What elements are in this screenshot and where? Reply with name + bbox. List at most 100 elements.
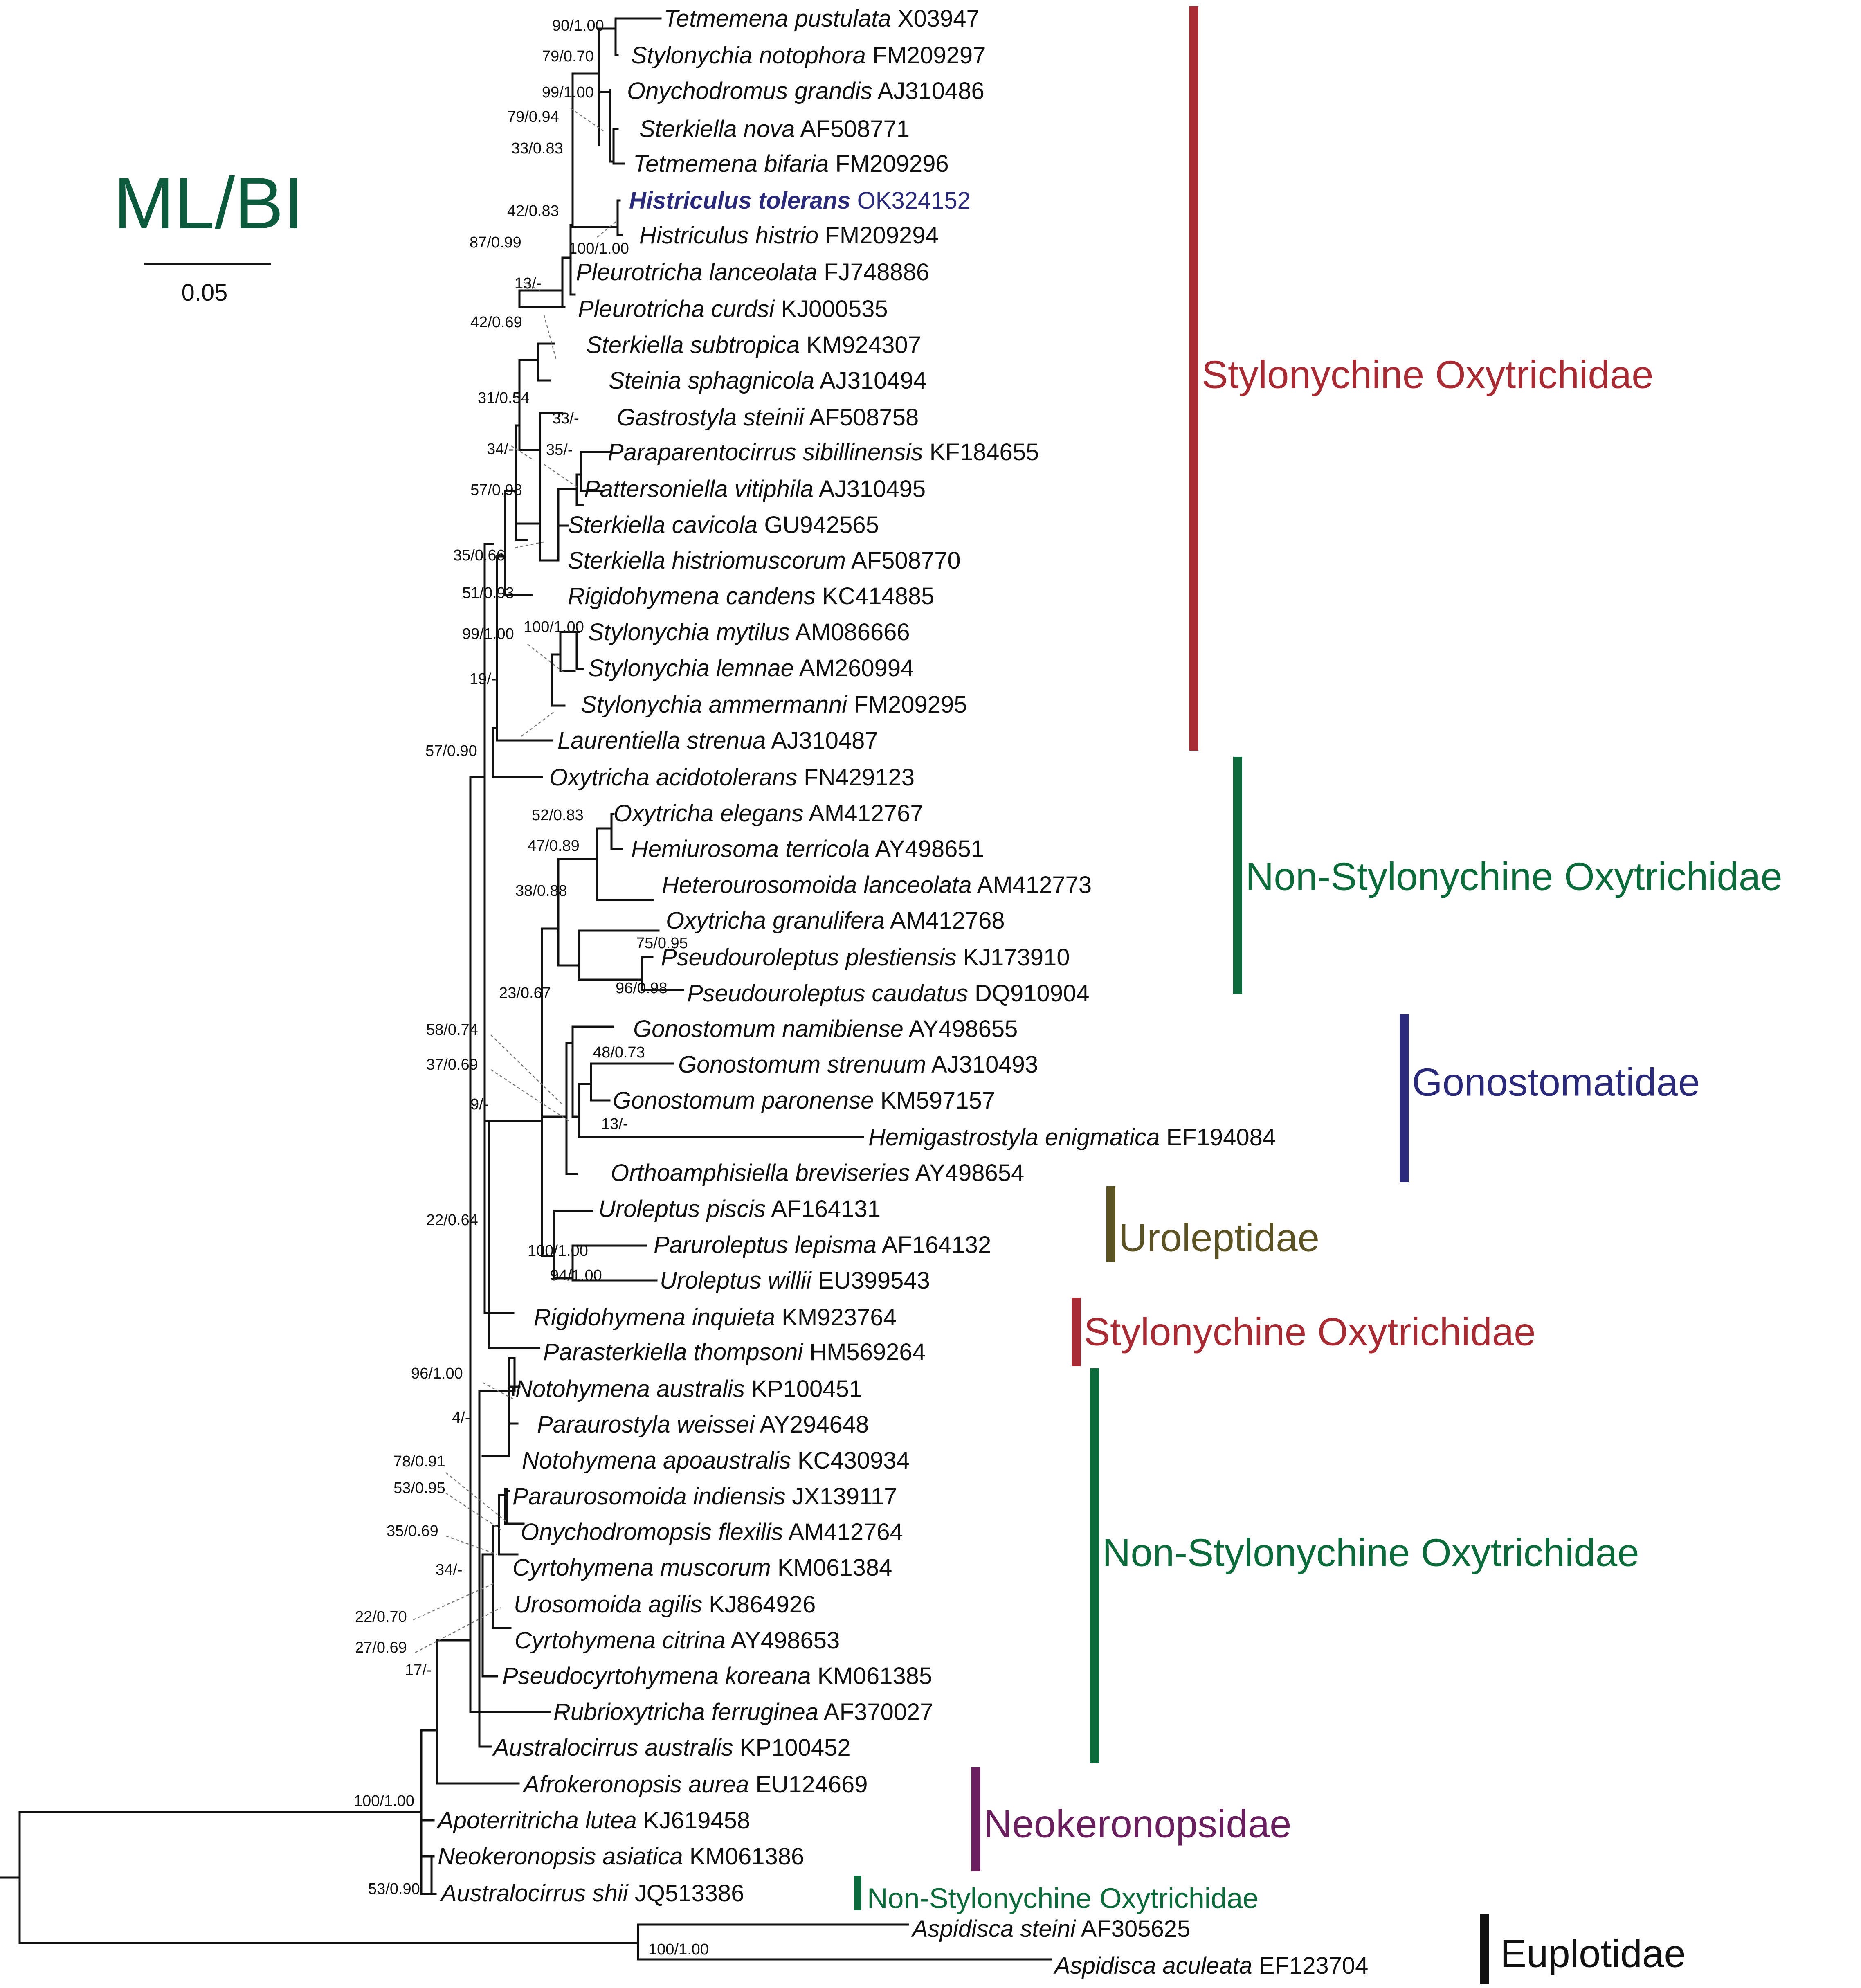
accession-number: AY498651	[870, 836, 984, 862]
support-value: 22/0.70	[355, 1608, 407, 1626]
species-name: Stylonychia ammermanni	[581, 691, 848, 718]
taxon-label: Onychodromus grandis AJ310486	[627, 78, 984, 104]
taxon-label: Pseudocyrtohymena koreana KM061385	[502, 1663, 932, 1689]
accession-number: AF370027	[818, 1699, 933, 1725]
support-value: 4/-	[452, 1409, 470, 1426]
clade-bar	[1090, 1368, 1099, 1763]
species-name: Pseudouroleptus caudatus	[687, 980, 968, 1007]
support-value: 96/1.00	[411, 1365, 463, 1382]
support-value: 33/-	[552, 410, 579, 427]
taxon-label: Heterourosomoida lanceolata AM412773	[662, 872, 1092, 898]
support-value: 42/0.83	[507, 202, 559, 220]
species-name: Pleurotricha lanceolata	[576, 259, 817, 286]
accession-number: EF123704	[1252, 1952, 1369, 1979]
accession-number: KF184655	[923, 439, 1039, 466]
clade-bar	[854, 1876, 861, 1910]
taxon-label: Paruroleptus lepisma AF164132	[654, 1232, 991, 1258]
accession-number: AJ310494	[814, 367, 926, 394]
taxon-label: Laurentiella strenua AJ310487	[557, 727, 878, 754]
taxon-label: Pseudouroleptus caudatus DQ910904	[687, 980, 1089, 1007]
species-name: Aspidisca steini	[911, 1916, 1077, 1942]
species-name: Pattersoniella vitiphila	[584, 476, 814, 502]
support-value: 99/1.00	[542, 84, 594, 101]
species-name: Paraparentocirrus sibillinensis	[608, 439, 923, 466]
taxon-label: Rubrioxytricha ferruginea AF370027	[553, 1699, 933, 1725]
accession-number: KM061386	[683, 1843, 805, 1870]
taxon-label: Parasterkiella thompsoni HM569264	[543, 1339, 926, 1365]
clade-label: Euplotidae	[1500, 1932, 1686, 1976]
taxon-label: Oxytricha elegans AM412767	[614, 800, 924, 827]
species-name: Rubrioxytricha ferruginea	[553, 1699, 818, 1725]
accession-number: JQ513386	[628, 1880, 744, 1907]
accession-number: AJ310487	[766, 727, 878, 754]
taxon-label: Hemiurosoma terricola AY498651	[631, 836, 984, 862]
accession-number: AJ310493	[926, 1051, 1038, 1078]
species-name: Notohymena australis	[515, 1376, 745, 1402]
species-name: Stylonychia notophora	[631, 42, 866, 69]
support-value: 90/1.00	[552, 17, 604, 34]
species-name: Gonostomum namibiense	[633, 1016, 904, 1042]
accession-number: AJ310486	[872, 78, 984, 104]
accession-number: AM412767	[803, 800, 923, 827]
clade-label: Non-Stylonychine Oxytrichidae	[1245, 855, 1782, 899]
taxon-label: Gonostomum strenuum AJ310493	[678, 1051, 1038, 1078]
accession-number: FM209296	[829, 151, 948, 177]
clade-bar	[1072, 1298, 1081, 1366]
taxon-label: Sterkiella subtropica KM924307	[586, 332, 921, 358]
support-value: 79/0.70	[542, 48, 594, 65]
accession-number: AF508758	[804, 404, 919, 431]
taxon-label: Urosomoida agilis KJ864926	[514, 1591, 816, 1618]
clade-label: Uroleptidae	[1119, 1216, 1319, 1260]
accession-number: OK324152	[850, 187, 970, 214]
support-value: 100/1.00	[354, 1792, 414, 1810]
species-name: Cyrtohymena citrina	[515, 1627, 726, 1654]
support-value: 51/0.93	[462, 585, 514, 602]
accession-number: AM412773	[972, 872, 1092, 898]
support-value: 47/0.89	[528, 837, 580, 855]
clade-label: Stylonychine Oxytrichidae	[1202, 353, 1654, 397]
support-value: 9/-	[470, 1096, 488, 1113]
taxon-label: Stylonychia lemnae AM260994	[588, 655, 914, 681]
species-name: Sterkiella histriomuscorum	[568, 547, 846, 574]
accession-number: FM209294	[818, 222, 938, 249]
taxon-label: Paraparentocirrus sibillinensis KF184655	[608, 439, 1039, 466]
accession-number: KM061385	[811, 1663, 932, 1689]
species-name: Parasterkiella thompsoni	[543, 1339, 804, 1365]
taxon-label: Hemigastrostyla enigmatica EF194084	[868, 1124, 1276, 1151]
taxon-label: Rigidohymena inquieta KM923764	[534, 1304, 897, 1331]
species-name: Sterkiella nova	[639, 116, 795, 142]
species-name: Stylonychia lemnae	[588, 655, 794, 681]
support-value: 34/-	[487, 441, 513, 458]
clade-label: Non-Stylonychine Oxytrichidae	[1102, 1531, 1639, 1575]
taxon-label: Paraurosomoida indiensis JX139117	[512, 1483, 897, 1510]
accession-number: KJ173910	[956, 944, 1070, 971]
taxon-label: Pleurotricha lanceolata FJ748886	[576, 259, 929, 286]
species-name: Sterkiella subtropica	[586, 332, 800, 358]
taxon-label: Rigidohymena candens KC414885	[568, 583, 934, 609]
accession-number: X03947	[891, 5, 980, 32]
species-name: Uroleptus piscis	[598, 1196, 766, 1222]
support-value: 96/0.98	[616, 980, 668, 997]
accession-number: AF508770	[846, 547, 961, 574]
taxon-label: Sterkiella histriomuscorum AF508770	[568, 547, 961, 574]
support-value: 48/0.73	[593, 1044, 645, 1061]
support-value: 78/0.91	[393, 1453, 445, 1470]
species-name: Pseudocyrtohymena koreana	[502, 1663, 811, 1689]
support-value: 53/0.90	[368, 1880, 420, 1898]
species-name: Pseudouroleptus plestiensis	[661, 944, 956, 971]
accession-number: AF164132	[877, 1232, 991, 1258]
support-value: 13/-	[601, 1115, 628, 1133]
accession-number: AM260994	[794, 655, 914, 681]
species-name: Apoterritricha lutea	[436, 1807, 637, 1834]
accession-number: KJ864926	[702, 1591, 816, 1618]
support-value: 100/1.00	[569, 240, 629, 257]
support-value: 23/0.67	[499, 985, 551, 1002]
species-name: Rigidohymena inquieta	[534, 1304, 775, 1331]
species-name: Histriculus tolerans	[629, 187, 850, 214]
support-value: 33/0.83	[511, 140, 563, 157]
clade-bar	[1189, 6, 1198, 751]
taxon-label: Stylonychia notophora FM209297	[631, 42, 986, 69]
support-value: 100/1.00	[524, 618, 584, 636]
species-name: Pleurotricha curdsi	[578, 296, 775, 322]
